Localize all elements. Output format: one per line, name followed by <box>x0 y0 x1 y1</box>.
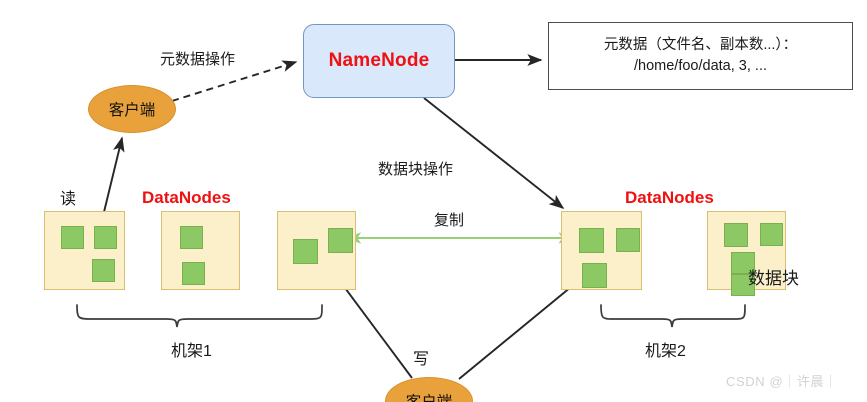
label-block-ops: 数据块操作 <box>378 161 454 178</box>
metadata-box: 元数据（文件名、副本数...）： /home/foo/data, 3, ... <box>548 22 853 90</box>
label-replicate: 复制 <box>434 212 465 229</box>
csdn-watermark: CSDN @｜许晨｜ <box>726 374 838 389</box>
edge-metadata-ops <box>171 60 298 102</box>
data-block <box>61 226 84 249</box>
label-read: 读 <box>60 191 77 208</box>
datanodes-label-left: DataNodes <box>142 188 231 207</box>
client-node-top[interactable]: 客户端 <box>88 85 176 133</box>
data-block <box>94 226 117 249</box>
data-block <box>92 259 115 282</box>
datanode-box-1[interactable] <box>44 211 125 290</box>
edge-block-ops <box>423 97 565 209</box>
data-block <box>180 226 203 249</box>
rack1-brace <box>76 304 323 328</box>
label-data-block-callout: 数据块 <box>748 269 799 288</box>
data-block <box>760 223 783 246</box>
datanode-box-4[interactable] <box>561 211 642 290</box>
data-block <box>731 274 755 296</box>
data-block <box>616 228 640 252</box>
data-block <box>579 228 604 253</box>
datanodes-label-right: DataNodes <box>625 188 714 207</box>
label-write: 写 <box>413 351 430 368</box>
namenode-box[interactable]: NameNode <box>303 24 455 98</box>
data-block <box>328 228 353 253</box>
edge-read <box>103 136 125 213</box>
rack-label-2: 机架2 <box>645 343 686 360</box>
datanode-box-2[interactable] <box>161 211 240 290</box>
metadata-line-1: 元数据（文件名、副本数...）： <box>603 36 798 53</box>
metadata-line-2: /home/foo/data, 3, ... <box>634 58 767 74</box>
data-block <box>724 223 748 247</box>
rack2-brace <box>600 304 746 328</box>
edge-write-to-dn4 <box>458 272 590 380</box>
data-block <box>293 239 318 264</box>
data-block <box>182 262 205 285</box>
rack-label-1: 机架1 <box>171 343 212 360</box>
datanode-box-3[interactable] <box>277 211 356 290</box>
data-block <box>582 263 607 288</box>
datanode-box-5[interactable] <box>707 211 786 296</box>
label-metadata-ops: 元数据操作 <box>160 51 236 68</box>
data-block <box>731 252 755 274</box>
